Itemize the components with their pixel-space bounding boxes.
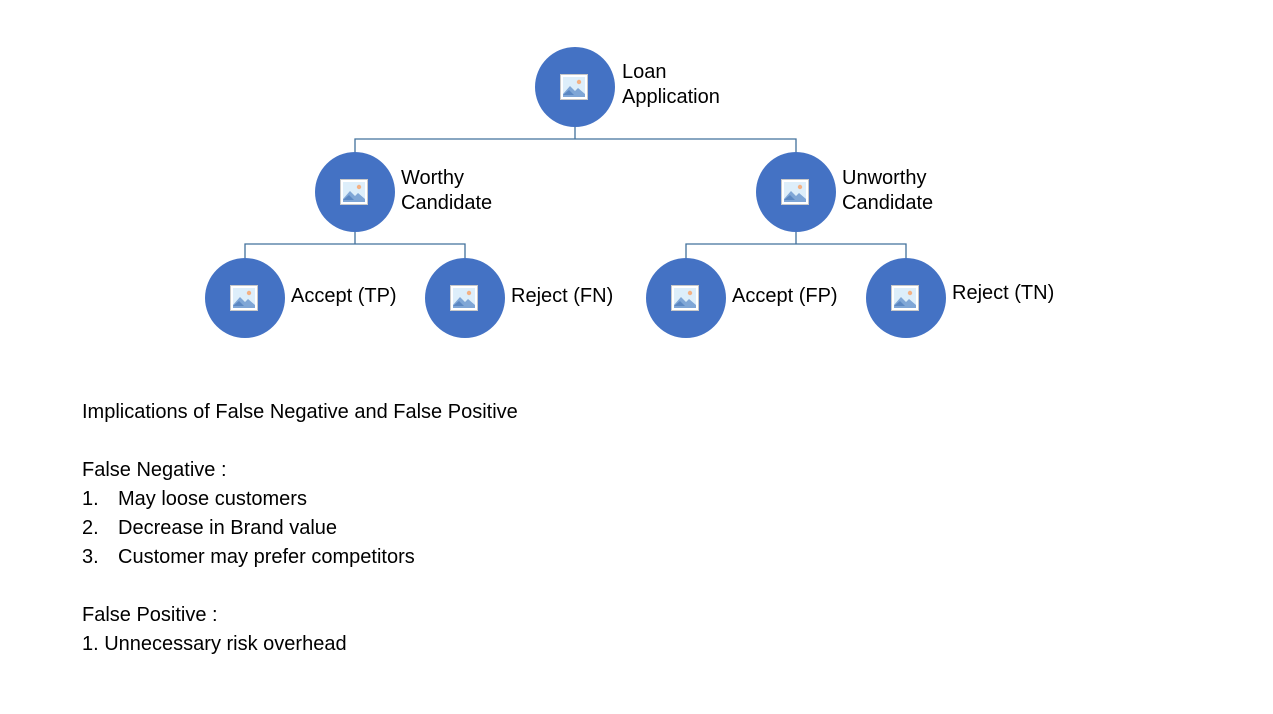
node-circle xyxy=(756,152,836,232)
list-number: 2. xyxy=(82,517,99,539)
list-item: 1. May loose customers xyxy=(82,485,415,514)
image-placeholder-icon xyxy=(450,285,478,311)
false-positive-title: False Positive : xyxy=(82,604,218,626)
node-circle xyxy=(205,258,285,338)
list-item: 1. Unnecessary risk overhead xyxy=(82,633,347,655)
list-item: 3. Customer may prefer competitors xyxy=(82,543,415,572)
node-label-line: Candidate xyxy=(842,192,934,214)
image-placeholder-icon xyxy=(340,179,368,205)
node-label-line: Application xyxy=(622,86,720,108)
image-placeholder-icon xyxy=(891,285,919,311)
image-placeholder-icon xyxy=(230,285,258,311)
list-number: 1. xyxy=(82,488,99,510)
node-label: Accept (FP) xyxy=(732,285,838,307)
node-circle xyxy=(535,47,615,127)
image-placeholder-icon xyxy=(781,179,809,205)
false-positive-section: False Positive : 1. Unnecessary risk ove… xyxy=(82,601,347,659)
node-circle xyxy=(425,258,505,338)
node-label-line: Candidate xyxy=(401,192,493,214)
false-negative-section: False Negative : 1. May loose customers … xyxy=(82,456,415,572)
node-circle xyxy=(866,258,946,338)
node-label: Accept (TP) xyxy=(291,285,397,307)
node-label: Unworthy Candidate xyxy=(842,166,933,216)
list-text: May loose customers xyxy=(118,488,307,510)
connector-unworthy xyxy=(685,231,907,258)
image-placeholder-icon xyxy=(560,74,588,100)
node-label-line: Loan xyxy=(622,61,667,83)
node-label-line: Unworthy xyxy=(842,167,927,189)
image-placeholder-icon xyxy=(671,285,699,311)
node-circle xyxy=(646,258,726,338)
node-label: Loan Application xyxy=(622,60,720,110)
list-item: 2. Decrease in Brand value xyxy=(82,514,415,543)
false-negative-title: False Negative : xyxy=(82,459,227,481)
connector-root xyxy=(354,126,797,153)
list-number: 3. xyxy=(82,546,99,568)
node-label: Reject (FN) xyxy=(511,285,614,307)
node-label-line: Worthy xyxy=(401,167,464,189)
node-circle xyxy=(315,152,395,232)
implications-heading: Implications of False Negative and False… xyxy=(82,401,518,423)
node-label: Worthy Candidate xyxy=(401,166,492,216)
list-text: Customer may prefer competitors xyxy=(118,546,415,568)
list-text: Decrease in Brand value xyxy=(118,517,338,539)
connector-worthy xyxy=(244,231,466,258)
node-label: Reject (TN) xyxy=(952,282,1055,304)
